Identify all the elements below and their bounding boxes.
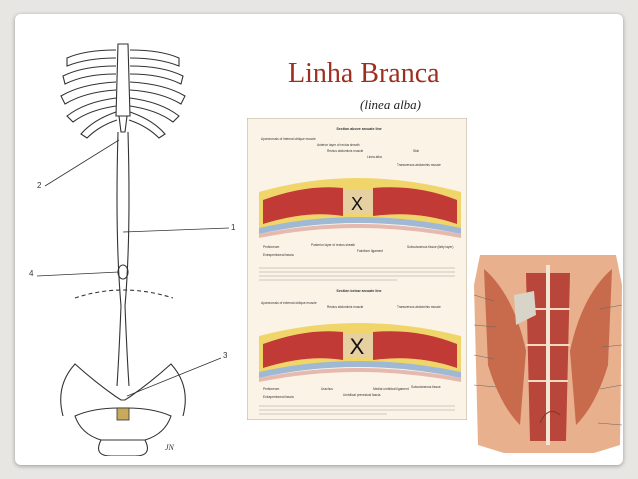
lower-section-heading: Section below arcuate line	[336, 289, 381, 293]
upper-callout: Skin	[413, 149, 419, 153]
upper-callout: Falciform ligament	[357, 249, 383, 253]
upper-callout: Transversus abdominis muscle	[397, 163, 441, 167]
lower-callout: Subcutaneous tissue	[411, 385, 441, 389]
leader-lines	[36, 139, 230, 397]
upper-caption	[259, 267, 455, 281]
upper-section-heading: Section above arcuate line	[336, 127, 381, 131]
slide: Linha Branca (linea alba)	[15, 14, 623, 465]
lower-callout: Transversus abdominis muscle	[397, 305, 441, 309]
sketch-label-3: 3	[223, 351, 228, 360]
upper-callout: Posterior layer of rectus sheath	[311, 243, 355, 247]
lower-callout: Peritoneum	[263, 387, 280, 391]
sketch-label-1: 1	[231, 223, 236, 232]
upper-callout: Extraperitoneal fascia	[263, 253, 294, 257]
lower-callout: Urachus	[321, 387, 333, 391]
lower-callouts: Aponeurosis of external oblique muscle R…	[261, 301, 441, 399]
lower-callout: Rectus abdominis muscle	[327, 305, 364, 309]
pubic-symphysis	[116, 407, 130, 421]
upper-callout: Linea alba	[367, 155, 382, 159]
sketch-label-2: 2	[37, 181, 42, 190]
lower-callout: Extraperitoneal fascia	[263, 395, 294, 399]
upper-section	[259, 178, 461, 238]
upper-callout: Subcutaneous tissue (fatty layer)	[407, 245, 453, 249]
rib-cage	[60, 43, 186, 456]
linea-alba-strip	[546, 265, 550, 445]
upper-marker: X	[351, 194, 363, 214]
lower-callout: Aponeurosis of external oblique muscle	[261, 301, 317, 305]
upper-callout: Rectus abdominis muscle	[327, 149, 364, 153]
slide-title: Linha Branca	[288, 58, 440, 89]
upper-callouts: Aponeurosis of internal oblique muscle A…	[261, 137, 453, 257]
sketch-label-4: 4	[29, 269, 34, 278]
slide-subtitle: (linea alba)	[360, 97, 422, 112]
lower-callout: Medial umbilical ligament	[373, 387, 409, 391]
lower-caption	[259, 405, 455, 415]
sketch-signature: JN	[165, 443, 175, 452]
lower-callout: Umbilical prevesical fascia	[343, 393, 381, 397]
linea-alba-sketch: 1 2 3 4 JN	[29, 43, 236, 456]
abdominal-muscles-illustration	[474, 255, 622, 453]
upper-callout: Anterior layer of rectus sheath	[317, 143, 360, 147]
upper-callout: Aponeurosis of internal oblique muscle	[261, 137, 316, 141]
lower-section	[259, 323, 461, 382]
upper-callout: Peritoneum	[263, 245, 280, 249]
lower-marker: X	[350, 334, 365, 359]
cross-section-plate: Section above arcuate line X Aponeurosis…	[247, 118, 467, 420]
